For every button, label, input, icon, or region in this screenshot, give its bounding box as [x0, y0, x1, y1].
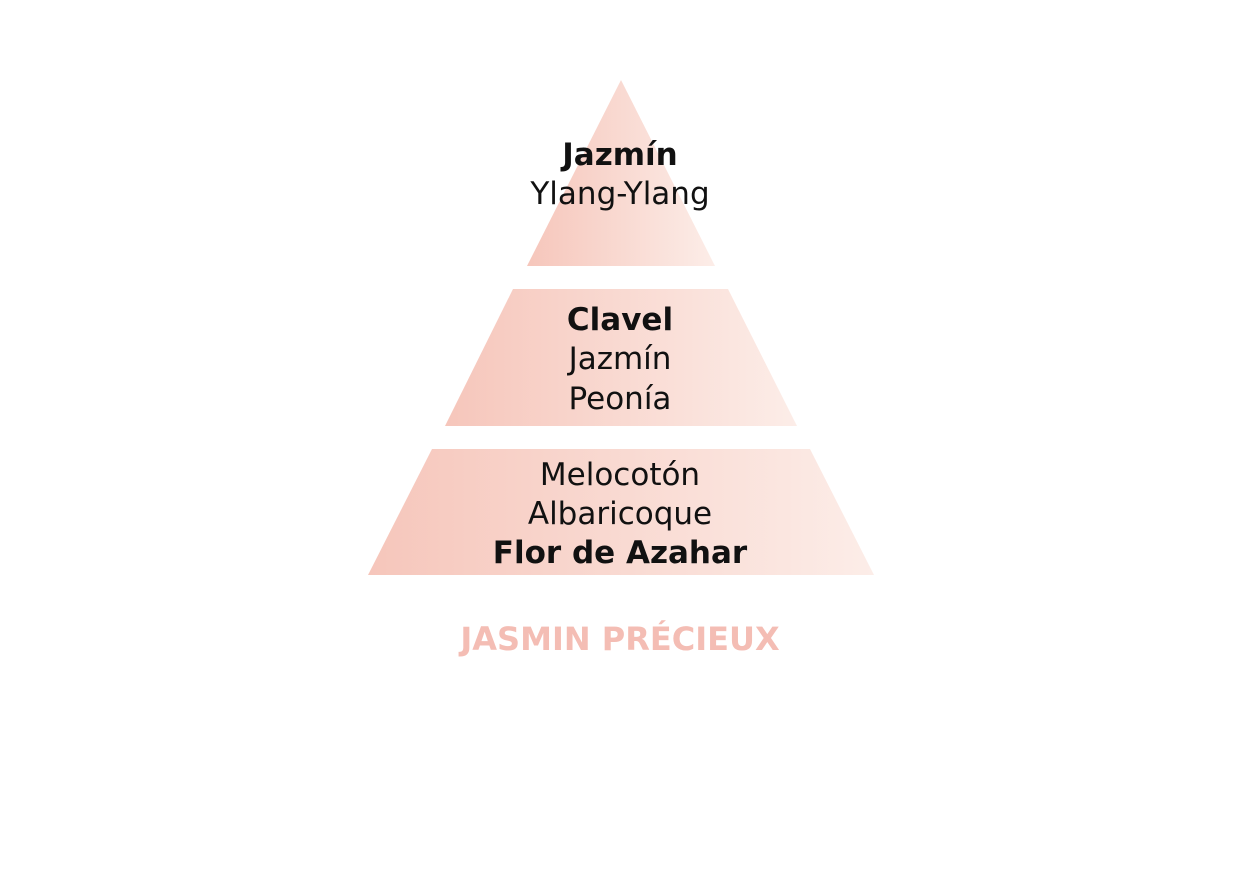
base-note: Albaricoque — [528, 496, 712, 532]
heart-note: Clavel — [567, 302, 673, 338]
heart-notes-tier — [445, 289, 797, 426]
top-note: Jazmín — [560, 137, 678, 173]
fragrance-title: JASMIN PRÉCIEUX — [458, 620, 780, 658]
top-note: Ylang-Ylang — [529, 176, 709, 212]
top-notes-tier — [527, 80, 715, 266]
base-notes-tier — [368, 449, 874, 575]
base-note: Melocotón — [540, 457, 700, 493]
heart-note: Peonía — [569, 381, 672, 417]
base-note: Flor de Azahar — [493, 535, 748, 571]
heart-note: Jazmín — [567, 341, 672, 377]
